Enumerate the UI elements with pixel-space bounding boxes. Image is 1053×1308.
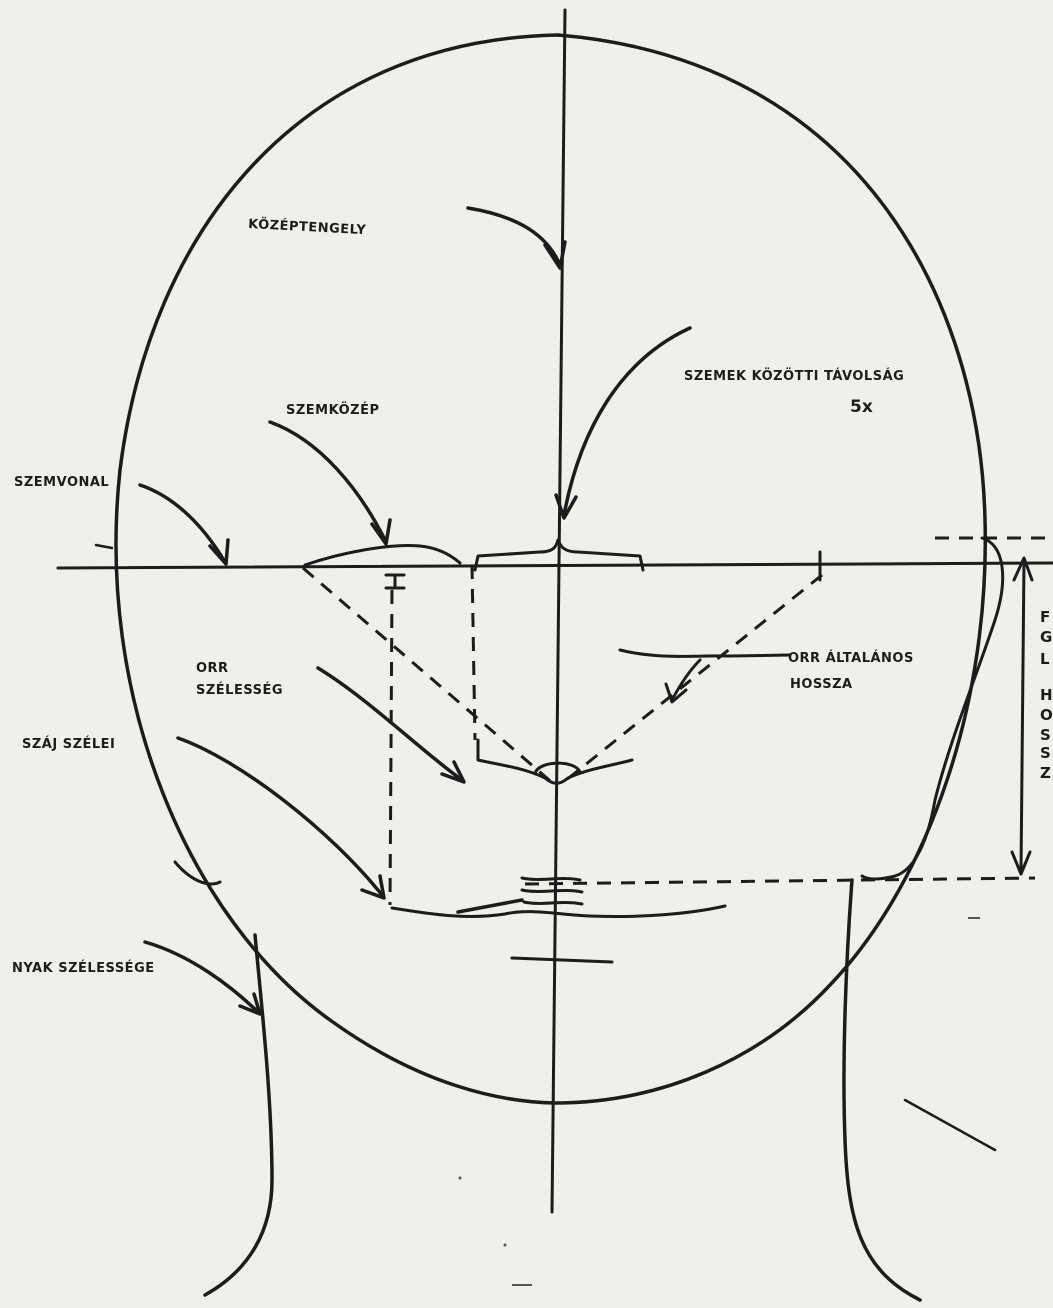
curved-pointer-arrow-icon: [178, 738, 384, 898]
eye-left: [305, 545, 460, 565]
label-nose-length-1: ORR ÁLTALÁNOS: [788, 650, 914, 666]
center-axis-line: [552, 10, 565, 1212]
label-nose-length-2: HOSSZA: [790, 677, 853, 692]
scan-speck: [504, 1244, 507, 1247]
eye-line-tick-left: [96, 545, 112, 548]
label-mouth-corners: SZÁJ SZÉLEI: [22, 736, 115, 752]
upper-lip-dash-left: [458, 900, 522, 912]
label-neck-width: NYAK SZÉLESSÉGE: [12, 960, 155, 976]
label-center-axis: KÖZÉPTENGELY: [248, 216, 367, 238]
label-eye-line: SZEMVONAL: [14, 475, 109, 490]
margin-letter: S: [1040, 744, 1051, 762]
scan-speck: [459, 1177, 462, 1180]
head-outline: [116, 35, 985, 1103]
mouth-line: [392, 906, 725, 917]
ear-right: [862, 538, 1003, 879]
curved-pointer-arrow-icon: [556, 328, 690, 518]
margin-letter: O: [1040, 706, 1053, 724]
label-nose-width-1: ORR: [196, 661, 229, 676]
upper-lip-lines: [522, 878, 582, 904]
label-nose-width-2: SZÉLESSÉG: [196, 682, 283, 698]
margin-letter: Z: [1040, 764, 1051, 782]
label-eye-center: SZEMKÖZÉP: [286, 402, 379, 418]
curved-pointer-arrow-icon: [620, 650, 790, 702]
label-eye-distance-multiplier: 5x: [850, 397, 873, 417]
label-eye-distance: SZEMEK KÖZÖTTI TÁVOLSÁG: [684, 368, 904, 384]
neck-right: [844, 880, 920, 1300]
neck-left: [205, 935, 272, 1295]
margin-letter: L: [1040, 650, 1050, 668]
margin-letter: F: [1040, 608, 1050, 626]
lower-lip-line: [512, 958, 612, 962]
curved-pointer-arrow-icon: [145, 942, 260, 1014]
eye-center-drop-line: [390, 590, 392, 905]
curved-pointer-arrow-icon: [270, 422, 390, 544]
margin-letter: G: [1040, 628, 1052, 646]
margin-letter: H: [1040, 686, 1053, 704]
shoulder-hint-right: [905, 1100, 995, 1150]
mouth-level-dashed-line: [525, 878, 1035, 884]
double-headed-arrow-icon: [1012, 558, 1032, 874]
curved-pointer-arrow-icon: [468, 208, 565, 268]
eye-left-pupil-tick: [386, 575, 404, 588]
nose-triangle-right: [560, 575, 822, 785]
curved-pointer-arrow-icon: [140, 485, 228, 564]
eye-line: [58, 563, 1053, 568]
margin-letter: S: [1040, 726, 1051, 744]
